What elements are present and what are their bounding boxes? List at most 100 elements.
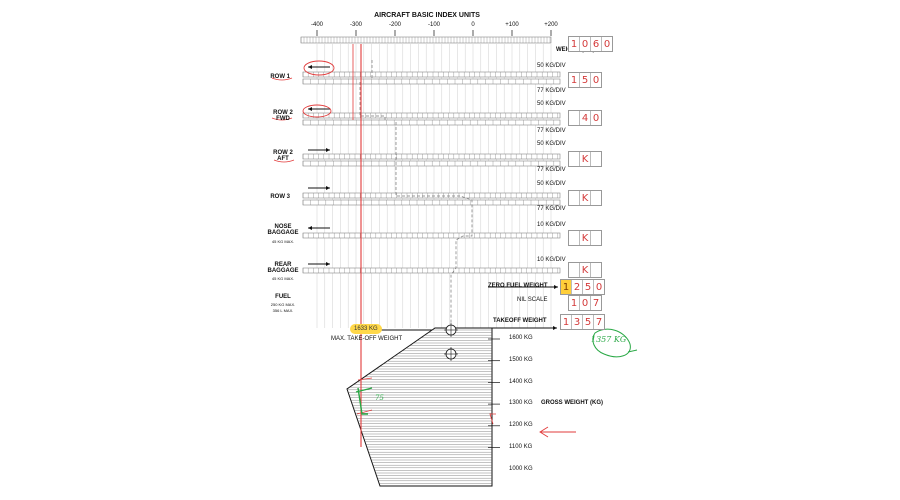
takeoff-weight-label: TAKEOFF WEIGHT [493, 318, 547, 324]
entry-cell: K [580, 152, 591, 166]
row-label-nose-baggage: NOSE BAGGAGE [267, 224, 299, 236]
row-sublabel: 45 KG MAX. [271, 239, 295, 244]
gross-weight-envelope [346, 323, 500, 487]
gross-tick-label: 1000 KG [509, 466, 533, 472]
gross-tick-label: 1600 KG [509, 335, 533, 341]
entry-cell: 4 [580, 111, 591, 125]
entry-cell [591, 152, 601, 166]
row-scale-top: 50 KG/DIV [537, 181, 566, 187]
entry-cell [591, 191, 601, 205]
entry-cell [591, 231, 601, 245]
row-label-rear-baggage: REAR BAGGAGE [267, 262, 299, 274]
entry-cell: K [580, 231, 591, 245]
arrow-head [326, 186, 330, 190]
index-tick-label: -100 [427, 22, 441, 28]
entry-cell: K [580, 263, 591, 277]
row-scale-top: 10 KG/DIV [537, 257, 566, 263]
row-sublabel: 45 KG MAX. [271, 276, 295, 281]
row-scale-bottom: 77 KG/DIV [537, 128, 566, 134]
index-tick-label: -300 [349, 22, 363, 28]
entry-cell: 2 [572, 280, 583, 294]
chart-title: AIRCRAFT BASIC INDEX UNITS [374, 12, 480, 19]
row-bottom-scale [302, 160, 561, 167]
row-label-row-2-fwd: ROW 2 FWD [273, 110, 293, 122]
entry-cell: 0 [580, 37, 591, 51]
green-annotation-text: 1357 KG [591, 335, 627, 344]
entry-cell: 5 [580, 73, 591, 87]
row-scale-top: 50 KG/DIV [537, 63, 566, 69]
row-bottom-scale [302, 78, 561, 85]
entry-cell: 0 [592, 112, 600, 124]
row-scale-top: 10 KG/DIV [537, 222, 566, 228]
fuel-max-kg: 250 KG MAX. [270, 302, 296, 307]
fuel-max-litres: 356 L MAX. [272, 308, 294, 313]
entry-cell: 7 [595, 316, 603, 328]
entry-cell: 1 [569, 296, 580, 310]
red-arrow [539, 426, 576, 438]
entry-cell [591, 263, 601, 277]
entry-cell: 1 [569, 73, 580, 87]
entry-cell: 7 [592, 297, 600, 309]
arrow-head [553, 326, 557, 330]
row-label-row-1: ROW 1 [270, 74, 290, 80]
entry-cell: 5 [583, 280, 594, 294]
entry-cell: 0 [603, 38, 611, 50]
entry-cell [569, 263, 580, 277]
row-label-fuel: FUEL [275, 294, 291, 300]
zero-fuel-weight-label: ZERO FUEL WEIGHT [488, 283, 548, 289]
green-annotation-ticks: 75 [375, 394, 384, 402]
takeoff-weight-entry[interactable]: 1 3 5 7 [560, 314, 605, 330]
row-3-entry[interactable]: K [568, 190, 602, 206]
row-2-aft-entry[interactable]: K [568, 151, 602, 167]
row-label-row-3: ROW 3 [270, 194, 290, 200]
row-scale-bottom: 77 KG/DIV [537, 167, 566, 173]
arrow-head [308, 65, 312, 69]
green-mark [627, 349, 638, 353]
green-circle [592, 328, 631, 358]
handwritten-annotations [271, 44, 638, 447]
red-mark [489, 413, 496, 425]
entry-cell [569, 191, 580, 205]
row-1-entry[interactable]: 1 5 0 [568, 72, 602, 88]
entry-cell [569, 152, 580, 166]
index-tick-label: 0 [471, 22, 475, 28]
zero-fuel-weight-entry[interactable]: 1 2 5 0 [560, 279, 605, 295]
gross-tick-label: 1200 KG [509, 422, 533, 428]
row-scale-bottom: 77 KG/DIV [537, 206, 566, 212]
row-scale-top: 50 KG/DIV [537, 141, 566, 147]
rear-baggage-entry[interactable]: K [568, 262, 602, 278]
entry-cell: 1 [569, 37, 580, 51]
red-underline [271, 77, 293, 81]
basic-index-bar [300, 36, 552, 44]
entry-cell: 6 [591, 37, 602, 51]
entry-cell: 3 [572, 315, 583, 329]
gross-tick-label: 1300 KG [509, 400, 533, 406]
fuel-entry[interactable]: 1 0 7 [568, 295, 602, 311]
basic-weight-entry[interactable]: 1 0 6 0 [568, 36, 613, 52]
red-circle [302, 104, 332, 118]
mtow-value-marker: 1633 KG [350, 324, 382, 334]
arrow-head [308, 226, 312, 230]
row-bottom-scale [302, 199, 561, 206]
entry-cell: 5 [583, 315, 594, 329]
fuel-scale-label: NIL SCALE [517, 297, 548, 303]
row-scale-top: 50 KG/DIV [537, 101, 566, 107]
entry-cell: 0 [595, 281, 603, 293]
entry-cell: K [580, 191, 591, 205]
entry-cell: 1 [561, 315, 572, 329]
entry-cell: 0 [592, 74, 600, 86]
index-tick-label: +200 [544, 22, 558, 28]
chart-grid-layer [300, 30, 561, 332]
trace-path [359, 60, 473, 330]
row-bottom-scale [302, 119, 561, 126]
nose-baggage-entry[interactable]: K [568, 230, 602, 246]
entry-cell: 1 [561, 280, 572, 294]
gross-tick-label: 1500 KG [509, 357, 533, 363]
row-2-fwd-entry[interactable]: 4 0 [568, 110, 602, 126]
arrow-head [326, 262, 330, 266]
index-tick-label: -400 [310, 22, 324, 28]
index-tick-label: -200 [388, 22, 402, 28]
entry-cell [569, 111, 580, 125]
row-scale-bottom: 77 KG/DIV [537, 88, 566, 94]
